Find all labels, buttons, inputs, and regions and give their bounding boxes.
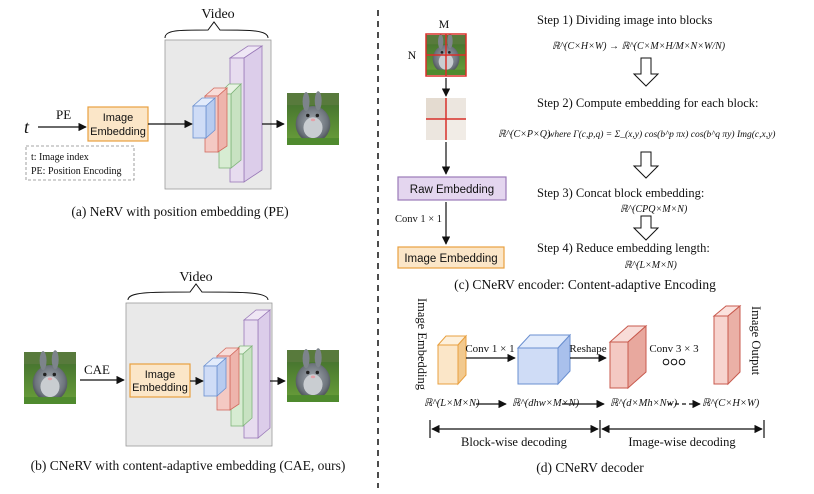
image-embedding-vertical: Image Embedding: [415, 298, 429, 391]
dim1: ℝ^(L×M×N): [424, 398, 480, 409]
eq3: ℝ^(CPQ×M×N): [620, 204, 688, 215]
reshaped-tensor: [608, 324, 648, 390]
label-m: M: [439, 17, 450, 31]
caption-b: (b) CNeRV with content-adaptive embeddin…: [31, 458, 346, 473]
input-image-blocks: [425, 33, 467, 77]
step-arrow-3: [632, 215, 660, 241]
step-arrow-2: [632, 151, 660, 179]
step-arrow-1: [632, 57, 660, 87]
caption-d: (d) CNeRV decoder: [536, 460, 644, 475]
eq1: ℝ^(C×H×W) → ℝ^(C×M×H/M×N×W/N): [552, 41, 726, 52]
image-embedding-box: [129, 363, 191, 398]
eq4: ℝ^(L×M×N): [624, 260, 678, 271]
embed-line2: Embedding: [90, 126, 146, 138]
expanded-tensor: [516, 333, 572, 386]
reshape-label: Reshape: [569, 343, 606, 355]
step1: Step 1) Dividing image into blocks: [537, 13, 712, 27]
t-symbol: t: [24, 117, 30, 137]
conv-label: Conv 1 × 1: [395, 214, 442, 225]
label-n: N: [408, 48, 417, 62]
decoder-layers: [202, 309, 272, 439]
eq2-right: where Γ(c,p,q) = Σ_(x,y) cos(b^p πx) cos…: [548, 129, 775, 140]
ellipsis-dots: [662, 358, 686, 366]
video-label: Video: [179, 270, 212, 285]
raw-embedding-label: Raw Embedding: [410, 184, 494, 196]
raw-embedding-box: [397, 176, 507, 201]
embed-line1: Image: [145, 369, 176, 381]
video-brace: [164, 21, 269, 39]
panel-a: Video t PE Image Embedding t: Image inde…: [24, 7, 339, 219]
output-frame-image: [287, 348, 339, 402]
embed-line1: Image: [103, 112, 134, 124]
legend-box: [25, 145, 135, 181]
blockwise-label: Block-wise decoding: [461, 435, 568, 449]
panel-b: Video CAE Image Embedding (b) CNeRV with…: [24, 270, 345, 473]
output-frame-image: [287, 91, 339, 145]
image-embedding-box: [87, 106, 149, 142]
embedding-tensor: [436, 334, 468, 386]
dim2: ℝ^(dhw×M×N): [512, 398, 580, 409]
image-output-vertical: Image Output: [749, 306, 763, 376]
step4: Step 4) Reduce embedding length:: [537, 241, 710, 255]
image-embedding-label: Image Embedding: [404, 253, 497, 265]
legend-line2: PE: Position Encoding: [31, 166, 122, 177]
panel-c: M N Raw Embedding Conv 1 × 1 Image Embed…: [395, 13, 775, 292]
input-frame-image: [24, 350, 76, 404]
video-label: Video: [201, 7, 234, 22]
cae-label: CAE: [84, 362, 110, 377]
pe-label: PE: [56, 107, 71, 122]
imagewise-label: Image-wise decoding: [628, 435, 736, 449]
image-embedding-box: [397, 246, 505, 269]
conv3-label: Conv 3 × 3: [649, 343, 699, 355]
caption-a: (a) NeRV with position embedding (PE): [71, 204, 288, 219]
dim4: ℝ^(C×H×W): [702, 398, 760, 409]
block-embedding-image: [426, 98, 466, 140]
step3: Step 3) Concat block embedding:: [537, 186, 704, 200]
output-tensor: [712, 304, 742, 386]
step2: Step 2) Compute embedding for each block…: [537, 96, 758, 110]
panel-d: Image Embedding Image Output Conv 1 × 1 …: [415, 298, 765, 475]
legend-line1: t: Image index: [31, 152, 89, 163]
caption-c: (c) CNeRV encoder: Content-adaptive Enco…: [454, 277, 716, 292]
conv1-label: Conv 1 × 1: [465, 343, 514, 355]
embed-line2: Embedding: [132, 382, 188, 394]
eq2-left: ℝ^(C×P×Q): [498, 129, 551, 140]
dim3: ℝ^(d×Mh×Nw): [610, 398, 678, 409]
video-brace: [127, 283, 269, 301]
decoder-layers: [191, 45, 264, 183]
